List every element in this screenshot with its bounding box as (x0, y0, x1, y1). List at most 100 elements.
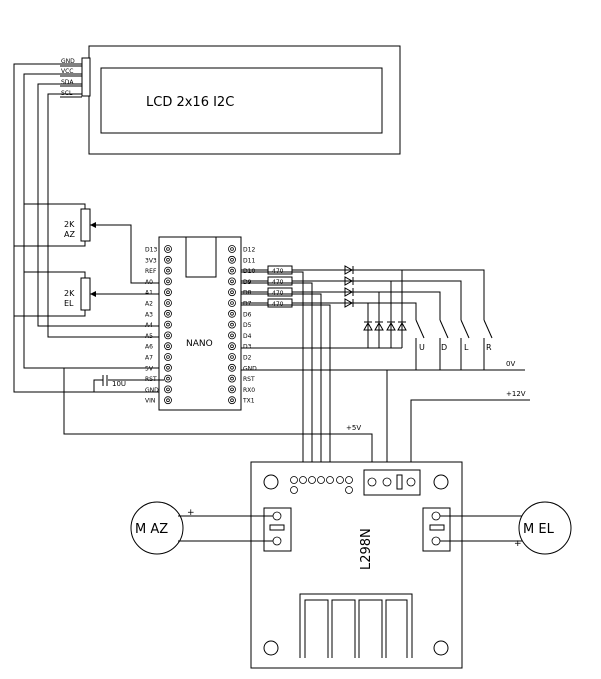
motor-az-polarity: + (187, 508, 195, 518)
motor-az: M AZ + (130, 501, 273, 555)
nano-right-pin-center (230, 301, 234, 305)
nano-right-pin-center (230, 268, 234, 273)
lcd-pin-sda: SDA (61, 79, 74, 86)
nano-right-pin-center (230, 387, 234, 392)
nano-right-pin-label: D7 (243, 301, 252, 308)
diode-series (344, 265, 354, 308)
nano-left-pin-center (166, 344, 170, 349)
nano-left-pin (164, 255, 172, 264)
mount-hole-tr (433, 474, 449, 490)
rail-12v: +12V (410, 390, 530, 470)
nano-left-pin (164, 331, 172, 340)
switch-down: D (441, 343, 447, 352)
nano-left-pin-center (166, 279, 170, 284)
five-volt-wire: +5V (63, 368, 373, 470)
nano-right-pin (228, 374, 236, 383)
nano-left-pin-label: A7 (145, 355, 153, 362)
nano-left-pin (164, 245, 172, 253)
nano-right-pin (228, 396, 236, 405)
nano-left-pin-label: A6 (145, 344, 153, 351)
heatsink (299, 593, 413, 658)
mount-hole-br (433, 640, 449, 656)
nano-usb (185, 236, 217, 278)
nano-left-pin-center (166, 365, 170, 370)
nano-left-pin-center (166, 387, 170, 392)
nano-left-pin (164, 309, 172, 318)
nano-right-pin-label: GND (243, 365, 257, 372)
switch-left: L (464, 343, 469, 352)
nano-right-pin-label: D5 (243, 322, 252, 329)
nano-left-pin (164, 299, 172, 307)
nano-right-pin-label: RX0 (243, 387, 255, 394)
nano-left-pin-center (166, 376, 170, 381)
nano-left-pin-center (166, 257, 170, 262)
diode-matrix (241, 265, 485, 349)
pot-az-body (80, 208, 91, 242)
driver-name: L298N (359, 528, 374, 570)
motor-el-polarity: + (514, 539, 522, 549)
nano-right-pin-label: D12 (243, 247, 255, 254)
mount-hole-tl (263, 474, 279, 490)
arduino-nano: NANO D133V3REFA0A1A2A3A4A5A6A75VRSTGNDVI… (145, 236, 257, 411)
nano-left-pin (164, 288, 172, 297)
nano-left-pin-label: A2 (145, 301, 153, 308)
pot-az-value: 2K (64, 220, 75, 229)
nano-left-pin-center (166, 268, 170, 273)
nano-right-pin (228, 266, 236, 275)
nano-left-pin (164, 396, 172, 405)
nano-right-pin-center (230, 322, 234, 327)
l298n-driver: L298N (250, 461, 463, 669)
motor-el: M EL + (440, 501, 572, 555)
nano-right-pin-label: D11 (243, 257, 255, 264)
nano-right-pin (228, 288, 236, 297)
driver-input-header (290, 476, 353, 494)
nano-right-pin-center (230, 311, 234, 316)
nano-right-pin (228, 363, 236, 372)
nano-left-pin-center (166, 355, 170, 359)
nano-right-pin (228, 320, 236, 329)
nano-right-pin (228, 385, 236, 394)
nano-left-pin-center (166, 247, 170, 251)
nano-left-pin-center (166, 311, 170, 316)
nano-right-pin-label: D3 (243, 344, 252, 351)
nano-right-pin-center (230, 279, 234, 284)
nano-left-pin (164, 363, 172, 372)
lcd-screen (100, 67, 383, 134)
switch-up: U (419, 343, 425, 352)
motor-el-body (518, 501, 572, 555)
nano-right-pin (228, 255, 236, 264)
nano-right-pin (228, 277, 236, 286)
lcd-header (81, 57, 91, 97)
nano-left-pin (164, 385, 172, 394)
nano-left-pin-center (166, 301, 170, 305)
nano-right-pin-label: D9 (243, 279, 252, 286)
rail-0v: 0V (241, 360, 525, 470)
lcd-title: LCD 2x16 I2C (146, 95, 234, 110)
nano-left-pin-label: A1 (145, 290, 153, 297)
capacitor: 10U (93, 375, 164, 392)
nano-left-pin-label: A0 (145, 279, 153, 286)
nano-right-pin (228, 353, 236, 361)
nano-left-pin (164, 342, 172, 351)
nano-left-pin-label: VIN (145, 398, 155, 405)
pot-el-body (80, 277, 91, 311)
nano-right-pin-label: D8 (243, 290, 252, 297)
nano-right-pin (228, 342, 236, 351)
nano-left-pin (164, 320, 172, 329)
nano-left-pin-label: A4 (145, 322, 153, 329)
nano-left-pin (164, 277, 172, 286)
nano-right-pin-center (230, 365, 234, 370)
nano-right-pin-label: D2 (243, 355, 252, 362)
power-terminal (363, 469, 421, 496)
nano-left-pin-label: 5V (145, 365, 154, 372)
nano-left-pin-label: A5 (145, 333, 153, 340)
nano-left-pin-label: 3V3 (145, 257, 157, 264)
nano-right-pin-center (230, 290, 234, 295)
diode-or (241, 270, 407, 349)
driver-board (250, 461, 463, 669)
nano-right-pin (228, 331, 236, 340)
nano-right-pin-center (230, 344, 234, 349)
nano-right-pin-center (230, 257, 234, 262)
pot-az-axis: AZ (64, 230, 75, 239)
